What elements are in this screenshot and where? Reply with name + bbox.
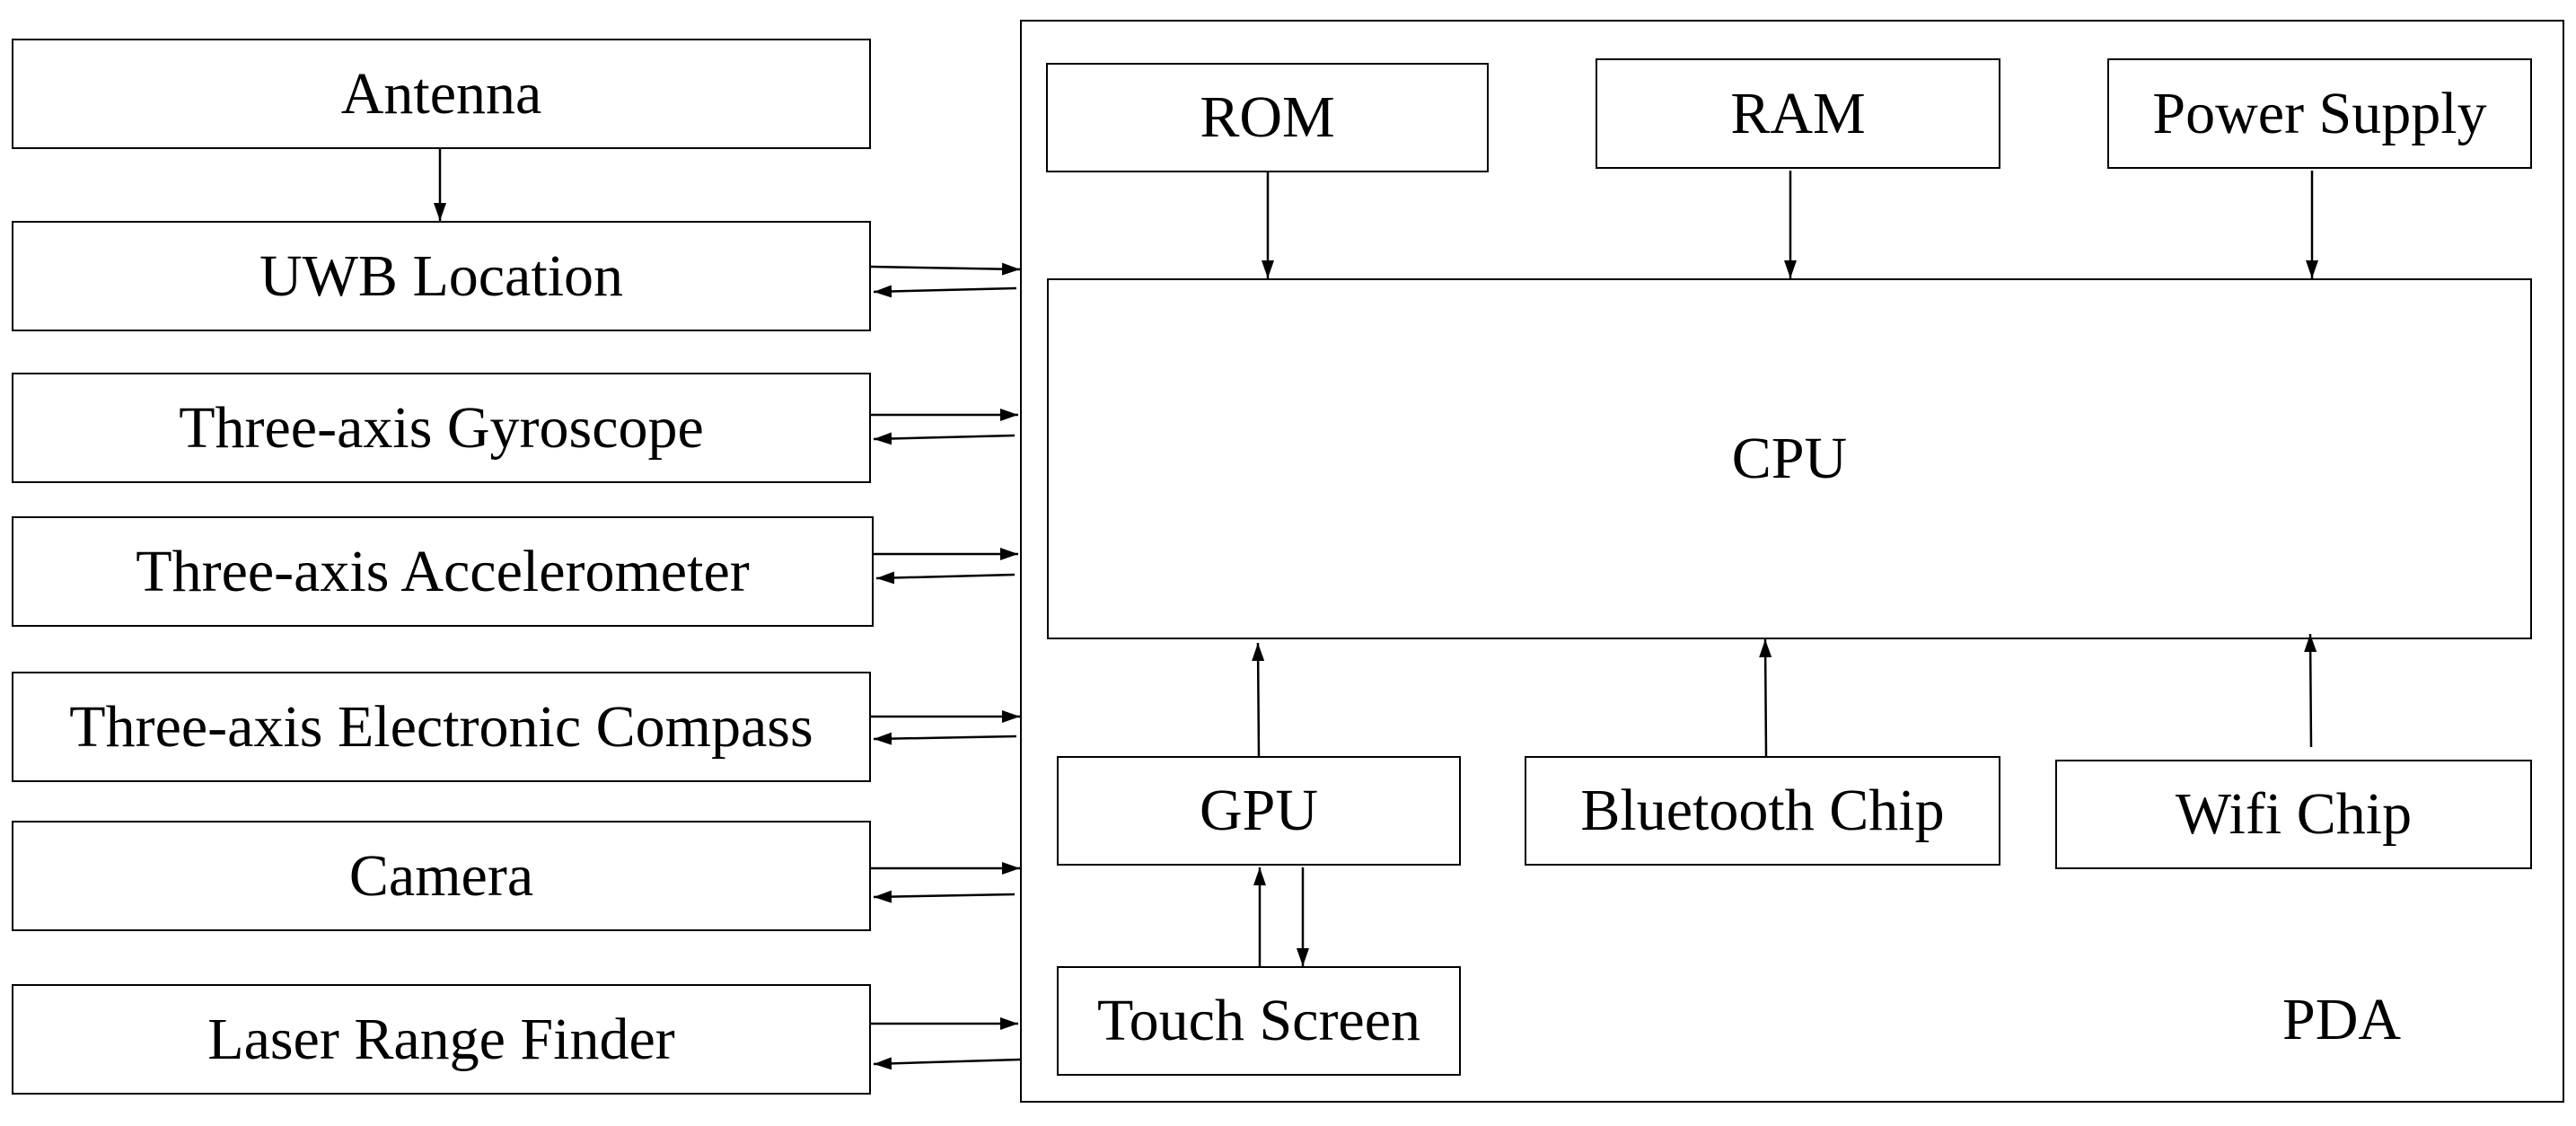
camera-label: Camera bbox=[348, 842, 534, 909]
gyroscope-label: Three-axis Gyroscope bbox=[179, 394, 704, 461]
arrow-pda-to-gyroscope bbox=[873, 432, 1015, 445]
arrow-pda-to-laser bbox=[873, 1057, 1021, 1070]
antenna-box: Antenna bbox=[12, 39, 871, 149]
rom-label: ROM bbox=[1200, 84, 1335, 150]
uwb-location-box: UWB Location bbox=[12, 221, 871, 331]
arrow-pda-to-accelerometer bbox=[875, 571, 1015, 585]
gyroscope-box: Three-axis Gyroscope bbox=[12, 373, 871, 483]
wifi-chip-label: Wifi Chip bbox=[2175, 781, 2413, 847]
pda-label: PDA bbox=[2282, 987, 2402, 1052]
compass-box: Three-axis Electronic Compass bbox=[12, 672, 871, 782]
power-supply-box: Power Supply bbox=[2107, 58, 2532, 169]
laser-range-finder-box: Laser Range Finder bbox=[12, 984, 871, 1095]
accelerometer-box: Three-axis Accelerometer bbox=[12, 516, 874, 627]
arrow-pda-to-compass bbox=[873, 732, 1017, 745]
gpu-label: GPU bbox=[1199, 778, 1319, 843]
gpu-box: GPU bbox=[1057, 756, 1461, 866]
camera-box: Camera bbox=[12, 821, 871, 931]
accelerometer-label: Three-axis Accelerometer bbox=[136, 538, 750, 604]
compass-label: Three-axis Electronic Compass bbox=[69, 693, 813, 760]
arrow-gpu-to-cpu bbox=[1252, 642, 1265, 757]
arrow-wifi-to-cpu bbox=[2304, 633, 2317, 748]
rom-box: ROM bbox=[1046, 63, 1489, 172]
touch-screen-label: Touch Screen bbox=[1096, 988, 1421, 1053]
wifi-chip-box: Wifi Chip bbox=[2055, 760, 2532, 869]
antenna-label: Antenna bbox=[340, 60, 542, 127]
laser-range-finder-label: Laser Range Finder bbox=[207, 1006, 675, 1072]
power-supply-label: Power Supply bbox=[2152, 80, 2487, 146]
arrow-pda-to-uwb bbox=[873, 285, 1017, 298]
arrow-uwb-to-pda bbox=[870, 262, 1021, 276]
ram-label: RAM bbox=[1730, 80, 1866, 146]
ram-box: RAM bbox=[1596, 58, 2000, 169]
cpu-label: CPU bbox=[1731, 426, 1848, 491]
touch-screen-box: Touch Screen bbox=[1057, 966, 1461, 1076]
uwb-location-label: UWB Location bbox=[259, 242, 624, 309]
bluetooth-chip-box: Bluetooth Chip bbox=[1525, 756, 2000, 866]
pda-frame bbox=[1020, 20, 2564, 1103]
bluetooth-chip-label: Bluetooth Chip bbox=[1580, 778, 1945, 843]
cpu-box: CPU bbox=[1047, 278, 2532, 639]
arrow-bluetooth-to-cpu bbox=[1759, 638, 1772, 757]
arrow-pda-to-camera bbox=[873, 890, 1015, 903]
